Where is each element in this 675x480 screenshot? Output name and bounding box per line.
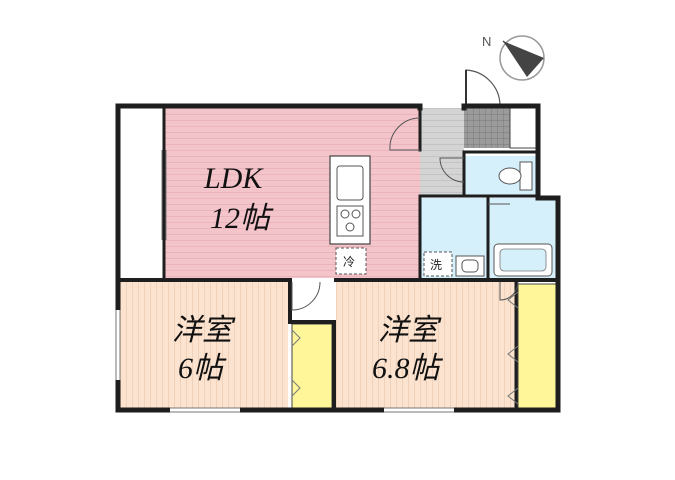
entrance-door: [465, 69, 501, 106]
western-room-left-floor: [120, 282, 288, 410]
toilet: [498, 161, 533, 191]
genkan-tile: [464, 108, 510, 148]
washer-space: 洗: [423, 251, 453, 277]
ldk-floor: [164, 108, 420, 278]
compass-arrow-line: [502, 40, 523, 59]
fridge-space: 冷: [335, 247, 367, 275]
closet-door-marks: [291, 291, 519, 405]
windows: [115, 150, 454, 413]
compass: N: [482, 34, 545, 81]
western-room-right-size: 6.8帖: [372, 352, 444, 385]
bathtub: [493, 243, 553, 277]
walls: [115, 103, 561, 413]
fridge-label: 冷: [343, 255, 355, 269]
door-swings: [291, 117, 519, 311]
western-room-right-name: 洋室: [378, 314, 442, 347]
compass-north-label: N: [482, 34, 491, 49]
genkan-floor: [420, 108, 464, 196]
western-room-left-size: 6帖: [178, 352, 227, 385]
wash-basin: [455, 255, 485, 277]
ldk-size: 12帖: [210, 202, 274, 235]
closet-right: [517, 283, 557, 409]
western-room-right-floor: [336, 282, 518, 410]
sink: [336, 165, 364, 201]
western-room-left-name: 洋室: [172, 314, 236, 347]
kitchen-counter: [329, 155, 371, 245]
washer-label: 洗: [430, 258, 442, 272]
shoe-cabinet: [509, 107, 537, 149]
ldk-name: LDK: [203, 162, 264, 195]
balcony-side-strip: [120, 108, 164, 278]
